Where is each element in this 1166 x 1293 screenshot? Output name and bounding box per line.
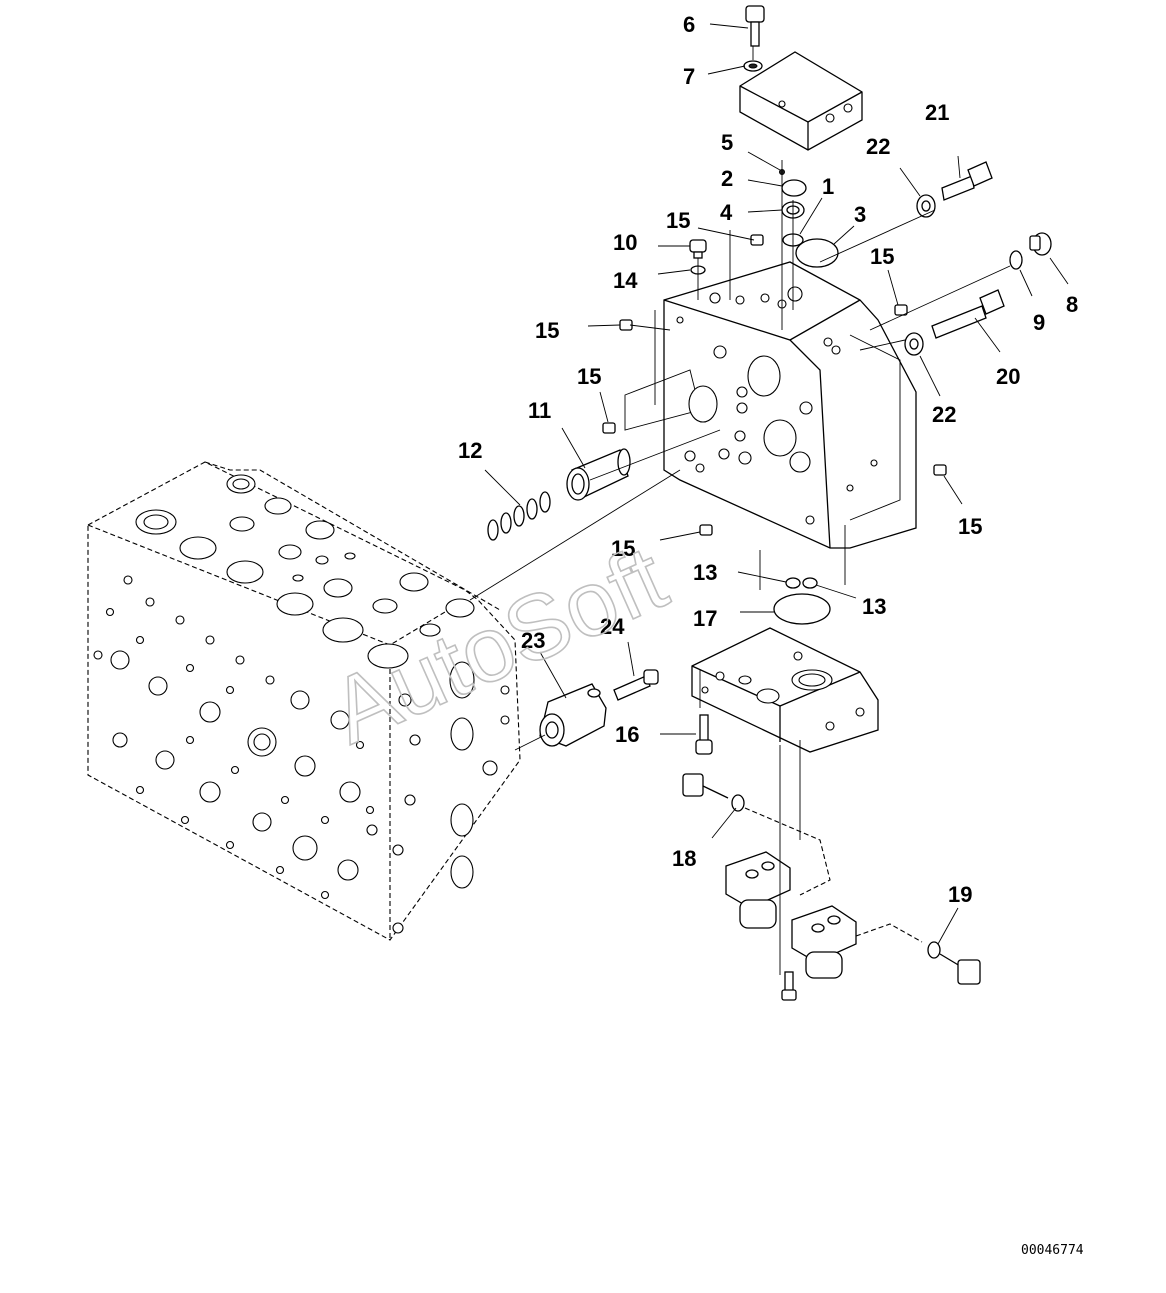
callout-15-bottom: 15 bbox=[611, 536, 635, 561]
callout-3: 3 bbox=[854, 202, 866, 227]
plug-10 bbox=[689, 239, 707, 259]
bolt-6 bbox=[745, 5, 765, 47]
lower-valve-section bbox=[691, 627, 879, 753]
bolt-24 bbox=[613, 669, 659, 701]
assembly-lines bbox=[469, 46, 1011, 975]
solenoid-19 bbox=[791, 905, 981, 985]
callout-22-bottom: 22 bbox=[932, 402, 956, 427]
callout-17: 17 bbox=[693, 606, 717, 631]
callout-14: 14 bbox=[613, 268, 638, 293]
gasket-17 bbox=[773, 593, 831, 625]
top-cover-block bbox=[739, 51, 863, 151]
callout-7: 7 bbox=[683, 64, 695, 89]
plug-15-a bbox=[750, 234, 764, 246]
callout-15-mid: 15 bbox=[577, 364, 601, 389]
callout-1: 1 bbox=[822, 174, 834, 199]
block-top-holes bbox=[135, 474, 475, 669]
callout-2: 2 bbox=[721, 166, 733, 191]
callout-9: 9 bbox=[1033, 310, 1045, 335]
plug-15-c bbox=[602, 422, 616, 434]
main-valve-block bbox=[87, 461, 521, 941]
bolt-21 bbox=[941, 161, 993, 201]
callout-15-far-right: 15 bbox=[958, 514, 982, 539]
callout-6: 6 bbox=[683, 12, 695, 37]
callout-23: 23 bbox=[521, 628, 545, 653]
callout-18: 18 bbox=[672, 846, 696, 871]
plug-15-f bbox=[699, 524, 713, 536]
callout-24: 24 bbox=[600, 614, 625, 639]
o-ring-9 bbox=[1009, 250, 1023, 270]
drawing-number: 00046774 bbox=[1021, 1243, 1084, 1258]
bolt-20 bbox=[931, 289, 1005, 339]
plug-8 bbox=[1029, 232, 1052, 256]
callout-13-right: 13 bbox=[862, 594, 886, 619]
o-ring-13-b bbox=[802, 577, 818, 589]
plug-15-e bbox=[933, 464, 947, 476]
leader-lines bbox=[484, 23, 1069, 945]
gasket-3 bbox=[795, 238, 839, 268]
callout-5: 5 bbox=[721, 130, 733, 155]
o-ring-13-a bbox=[785, 577, 801, 589]
callout-21: 21 bbox=[925, 100, 949, 125]
callout-15-right: 15 bbox=[870, 244, 894, 269]
callout-20: 20 bbox=[996, 364, 1020, 389]
plug-15-d bbox=[894, 304, 908, 316]
callout-4: 4 bbox=[720, 200, 733, 225]
callout-10: 10 bbox=[613, 230, 637, 255]
callout-11: 11 bbox=[528, 398, 551, 423]
spring-12 bbox=[487, 491, 551, 541]
callout-13-left: 13 bbox=[693, 560, 717, 585]
callout-22-top: 22 bbox=[866, 134, 890, 159]
piston-11 bbox=[566, 448, 631, 501]
callout-15-top: 15 bbox=[666, 208, 690, 233]
callout-numbers: 6 7 5 2 4 1 3 15 10 14 15 15 11 12 21 22… bbox=[458, 12, 1078, 907]
cover-23 bbox=[539, 683, 607, 747]
callout-12: 12 bbox=[458, 438, 482, 463]
bolt-16 bbox=[695, 714, 713, 755]
callout-15-left: 15 bbox=[535, 318, 559, 343]
callout-16: 16 bbox=[615, 722, 639, 747]
o-ring-2 bbox=[781, 179, 807, 197]
solenoid-18 bbox=[682, 773, 831, 929]
block-left-face-holes bbox=[93, 575, 378, 900]
block-front-face-holes bbox=[392, 661, 510, 934]
upper-valve-section bbox=[624, 261, 917, 549]
callout-19: 19 bbox=[948, 882, 972, 907]
callout-8: 8 bbox=[1066, 292, 1078, 317]
